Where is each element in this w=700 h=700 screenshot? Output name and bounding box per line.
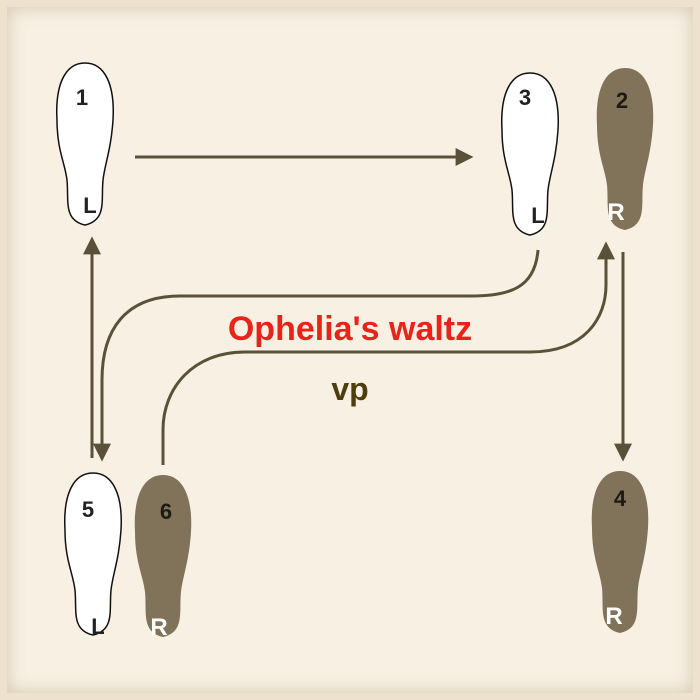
step-number: 6 xyxy=(160,499,172,524)
foot-side-label: L xyxy=(91,614,104,639)
arrow-step6-to-step2 xyxy=(161,241,615,465)
foot-side-label: L xyxy=(531,203,544,228)
footprint-step-5: 5 L xyxy=(63,472,123,639)
arrow-step3-to-step5 xyxy=(93,249,540,462)
footprint-step-1: 1 L xyxy=(55,62,115,226)
foot-side-label: R xyxy=(605,603,622,630)
footprint-step-3: 3 L xyxy=(500,72,560,236)
foot-side-label: L xyxy=(83,193,96,218)
step-number: 2 xyxy=(616,88,628,113)
dance-title: Ophelia's waltz xyxy=(228,310,472,348)
footprint-step-6: 6 R xyxy=(134,475,192,641)
footprint-step-2: 2 R xyxy=(596,68,654,230)
foot-side-label: R xyxy=(607,199,624,226)
foot-side-label: R xyxy=(150,614,167,641)
footprint-step-4: 4 R xyxy=(591,471,649,633)
step-number: 4 xyxy=(614,486,627,511)
step-number: 3 xyxy=(519,85,531,110)
step-number: 1 xyxy=(76,85,88,110)
step-number: 5 xyxy=(82,497,94,522)
step-arrows xyxy=(83,148,632,465)
author-credit: vp xyxy=(331,371,368,407)
